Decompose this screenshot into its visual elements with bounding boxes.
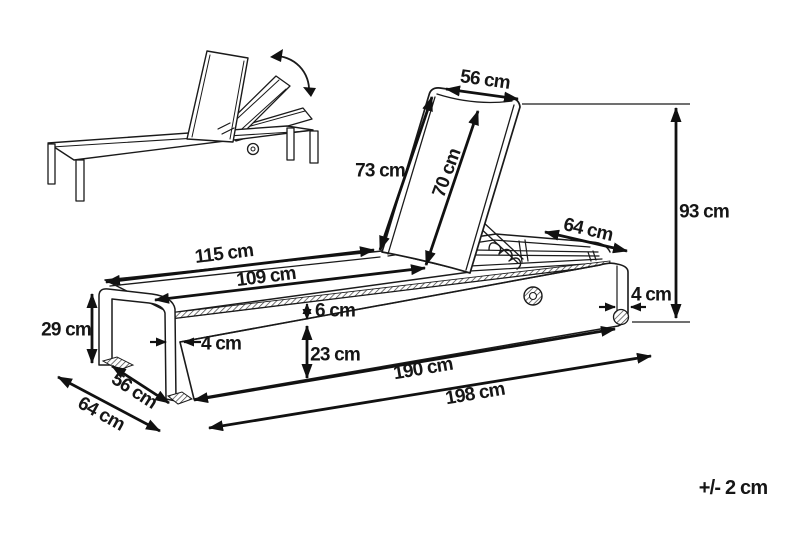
- leg-height-label: 29 cm: [41, 320, 91, 341]
- leg-tube-left-label: 4 cm: [201, 334, 241, 355]
- ratchet-mechanism: [488, 242, 522, 270]
- dimension-head-section-width: 64 cm: [544, 214, 628, 254]
- recline-arrow-icon: [270, 49, 316, 97]
- dimension-leg-tube-right: 4 cm: [599, 285, 672, 312]
- dimension-backrest-outer-length: 73 cm: [355, 96, 434, 251]
- dimension-total-height: 93 cm: [522, 103, 730, 323]
- total-height-label: 93 cm: [679, 202, 729, 223]
- backrest-width-label: 56 cm: [459, 66, 511, 94]
- dimension-leg-height: 29 cm: [41, 293, 98, 364]
- seat-length-outer-label: 115 cm: [194, 240, 255, 268]
- rail-thickness-label: 6 cm: [315, 301, 355, 322]
- head-frame-rails: [473, 249, 600, 257]
- foot-glide: [166, 391, 194, 405]
- thumbnail-seat: [47, 125, 314, 161]
- caster-wheel: [523, 286, 543, 306]
- thumbnail-leg: [309, 130, 319, 164]
- thumbnail-leg: [286, 127, 295, 161]
- thumbnail-pivot: [217, 122, 235, 135]
- tolerance-note: +/- 2 cm: [699, 477, 768, 499]
- total-length-label: 198 cm: [444, 379, 506, 410]
- thumbnail-backrest-upright: [186, 50, 249, 143]
- side-depth-label: 23 cm: [310, 345, 360, 366]
- end-wheel: [612, 308, 630, 326]
- thumbnail-leg: [47, 143, 56, 185]
- thumbnail-leg: [75, 159, 85, 202]
- backrest-support-bar: [477, 221, 524, 264]
- dimension-foot-end-width: 56 cm: [107, 364, 170, 413]
- leg-tube-right-label: 4 cm: [631, 285, 671, 306]
- dimension-rail-thickness: 6 cm: [302, 301, 356, 322]
- thumbnail-wheel: [246, 142, 260, 156]
- backrest-outer-label: 73 cm: [355, 161, 405, 182]
- thumbnail-lounger: [47, 49, 319, 202]
